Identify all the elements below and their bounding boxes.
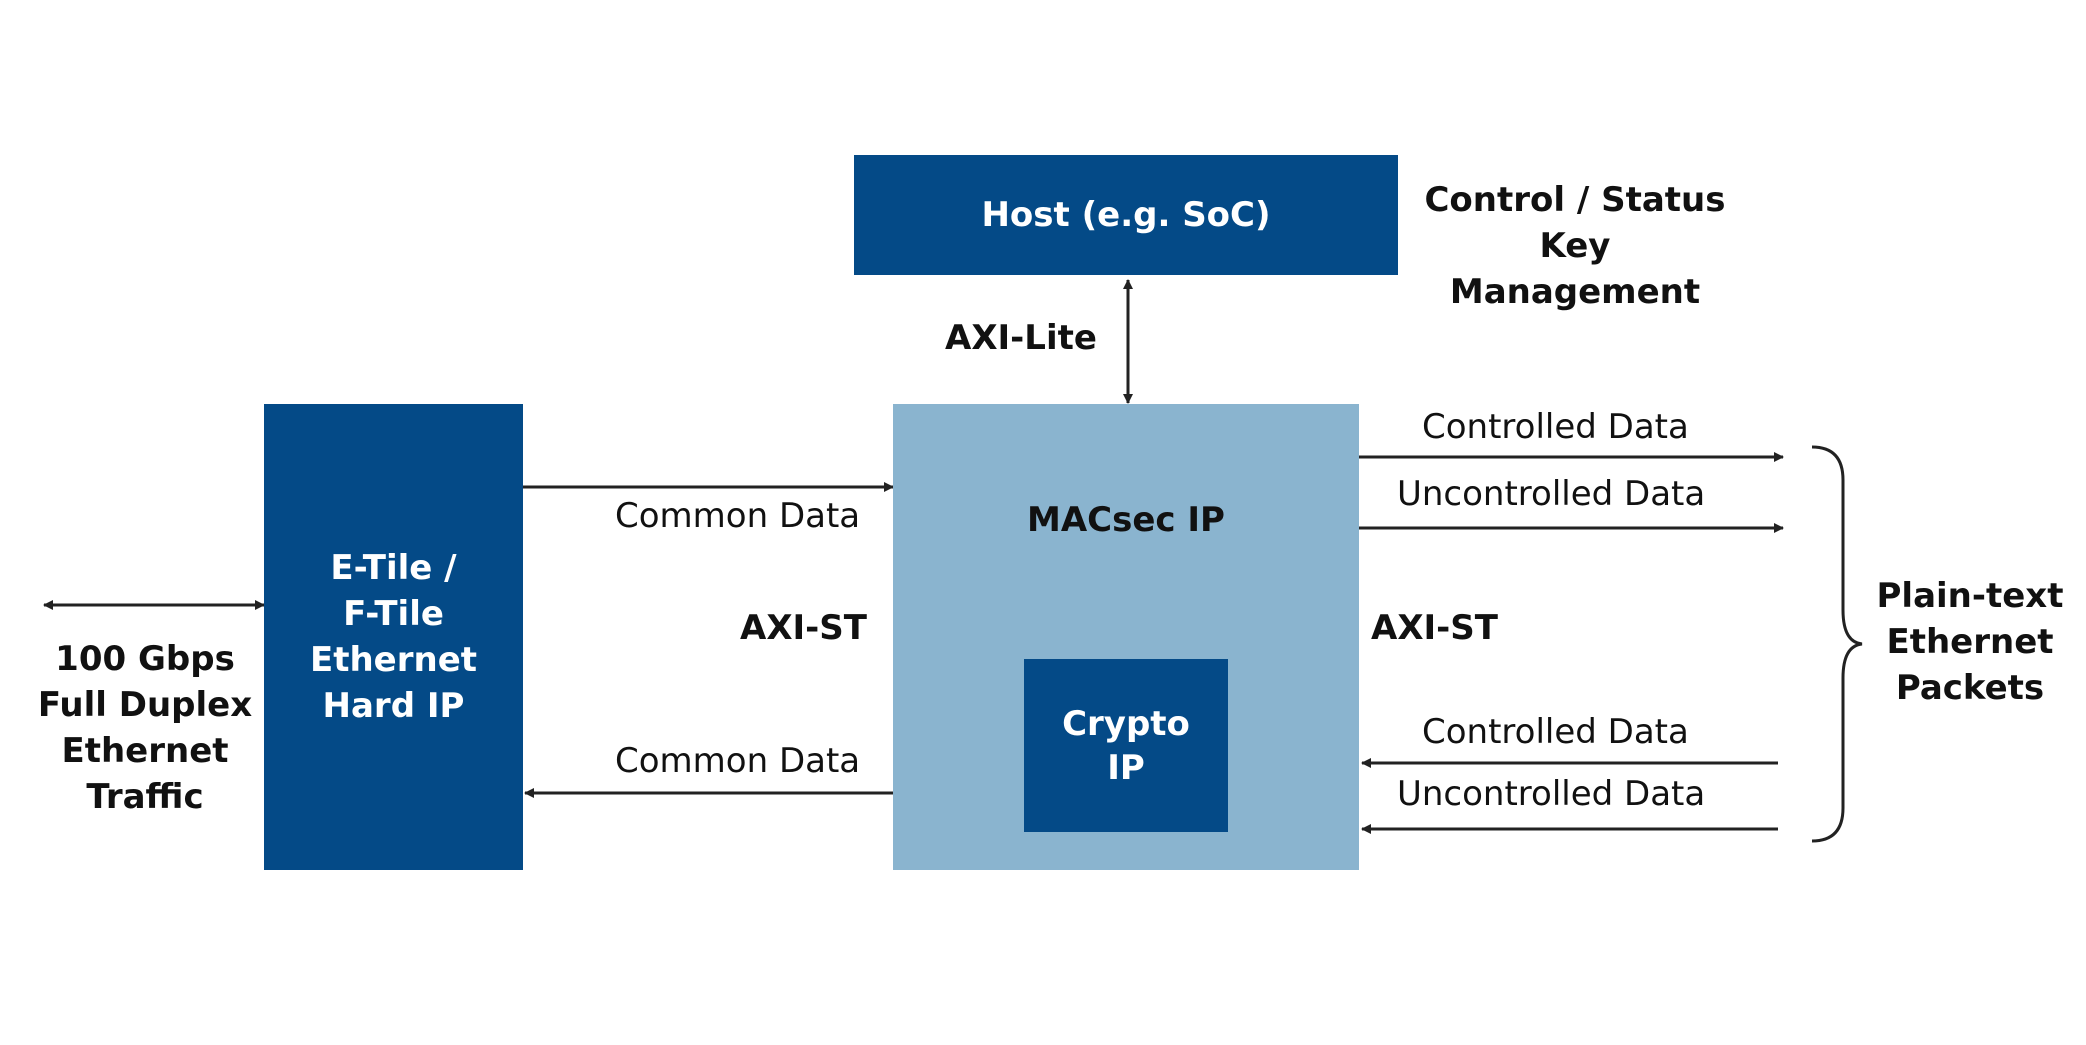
uncontrolled-in-label: Uncontrolled Data — [1397, 774, 1706, 814]
client-side-label: Plain-text Ethernet Packets — [1876, 576, 2064, 708]
controlled-in-label: Controlled Data — [1422, 712, 1689, 752]
ethernet-hard-ip-block: E-Tile / F-Tile Ethernet Hard IP — [264, 404, 523, 870]
common-data-tx-label: Common Data — [615, 496, 861, 536]
client-side-brace — [1811, 445, 1863, 843]
crypto-ip-block: Crypto IP — [1024, 659, 1228, 832]
controlled-out-label: Controlled Data — [1422, 407, 1689, 447]
axi-lite-label: AXI-Lite — [945, 318, 1097, 358]
ethernet-hard-ip-label: E-Tile / F-Tile Ethernet Hard IP — [309, 548, 478, 726]
line-side-label: 100 Gbps Full Duplex Ethernet Traffic — [37, 639, 253, 817]
host-functions-label: Control / Status Key Management — [1424, 180, 1726, 312]
axi-st-right-label: AXI-ST — [1371, 608, 1498, 648]
common-data-rx-label: Common Data — [615, 741, 861, 781]
axi-st-left-label: AXI-ST — [740, 608, 867, 648]
host-block-label: Host (e.g. SoC) — [981, 195, 1271, 235]
uncontrolled-out-label: Uncontrolled Data — [1397, 474, 1706, 514]
crypto-ip-label: Crypto IP — [1062, 703, 1190, 788]
host-block: Host (e.g. SoC) — [854, 155, 1398, 275]
macsec-ip-label: MACsec IP — [1027, 500, 1225, 540]
